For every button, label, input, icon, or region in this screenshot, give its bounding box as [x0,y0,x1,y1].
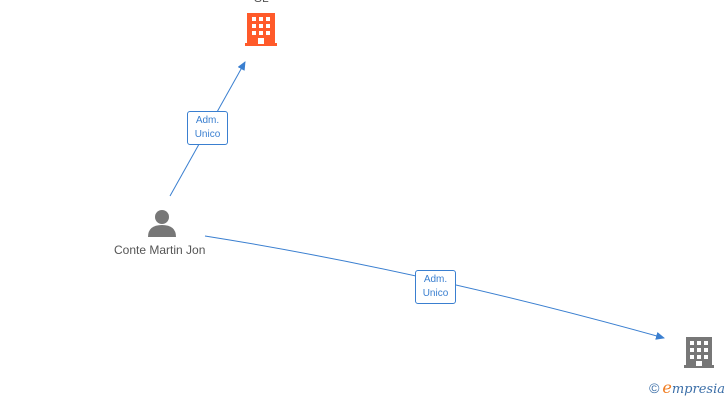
edge-label-line2: Unico [422,288,449,299]
person-icon[interactable] [148,210,176,237]
building-icon[interactable] [245,13,277,46]
edge-label-bottom: Adm. Unico [415,270,456,304]
brand-rest: mpresia [671,382,725,397]
person-label[interactable]: Conte Martin Jon [114,243,206,257]
building-icon[interactable] [684,337,714,368]
copyright-symbol: © [649,380,660,396]
edge-label-line1: Adm. [195,115,220,126]
edge-label-line2: Unico [194,129,221,140]
brand-e: e [662,378,672,397]
empresia-logo: ©empresia [649,378,725,397]
edge-label-line1: Adm. [423,274,448,285]
company-top-label[interactable]: SL [254,0,269,5]
edge-label-top: Adm. Unico [187,111,228,145]
